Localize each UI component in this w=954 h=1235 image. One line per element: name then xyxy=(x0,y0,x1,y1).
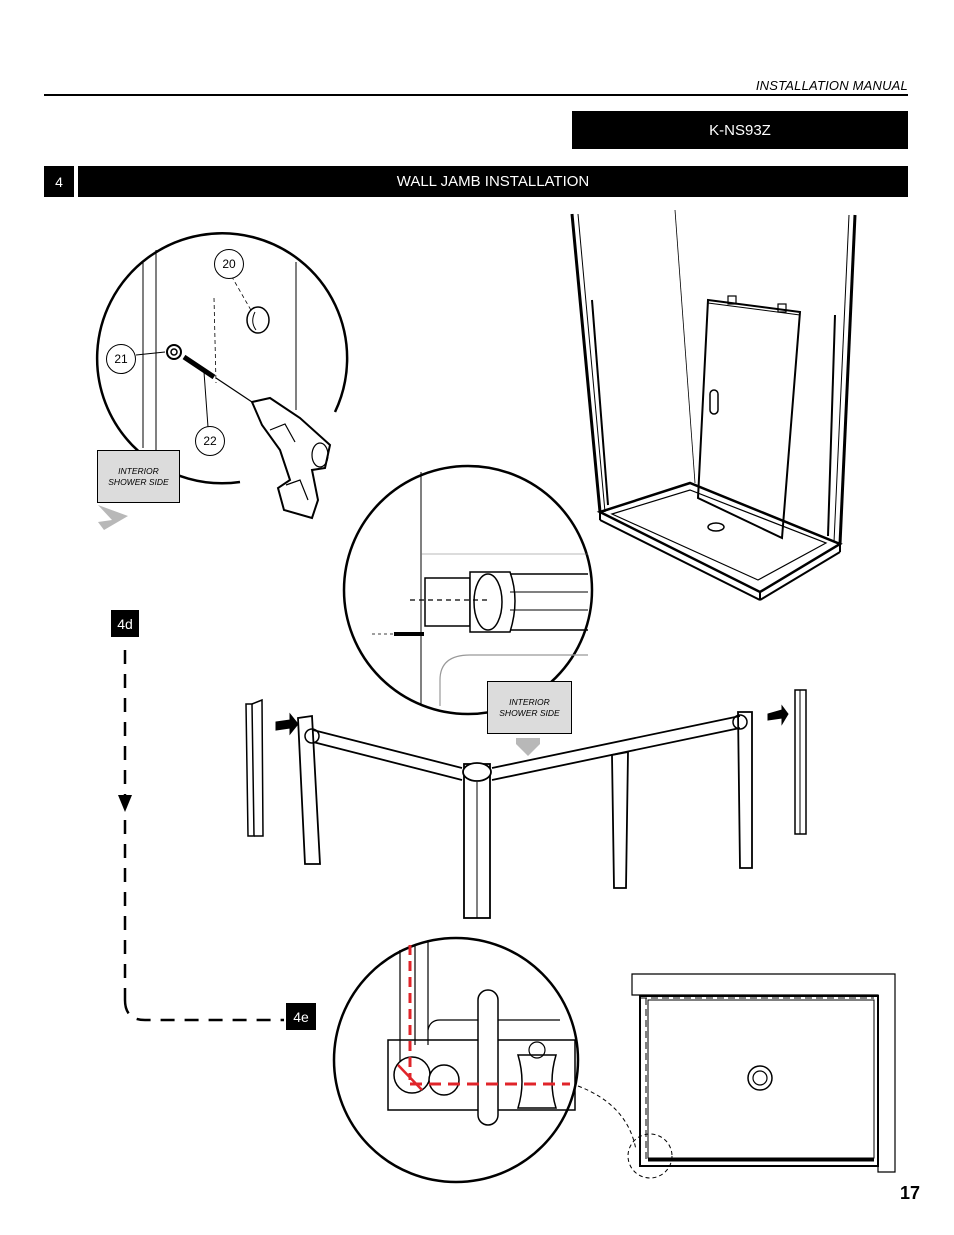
arrow-left-icon xyxy=(275,712,299,736)
page-number: 17 xyxy=(900,1183,921,1203)
step-title: WALL JAMB INSTALLATION xyxy=(78,166,908,197)
plan-view-illustration xyxy=(627,973,896,1179)
wall-jamb-exploded-illustration xyxy=(245,689,807,919)
model-bar: K-NS93Z xyxy=(572,111,908,149)
step-flow-line xyxy=(118,650,284,1022)
jamb-section-illustration xyxy=(342,464,594,716)
substep-4e-badge: 4e xyxy=(286,1003,316,1030)
arrow-icon xyxy=(516,738,540,756)
callout-20: 20 xyxy=(214,249,244,279)
step-number: 4 xyxy=(44,166,74,197)
header-rule xyxy=(44,94,908,96)
callout-22: 22 xyxy=(195,426,225,456)
interior-side-note: INTERIOR SHOWER SIDE xyxy=(487,681,572,734)
arrow-icon xyxy=(98,505,128,530)
interior-side-note: INTERIOR SHOWER SIDE xyxy=(97,450,180,503)
substep-4d-badge: 4d xyxy=(111,610,139,637)
manual-label: INSTALLATION MANUAL xyxy=(755,78,908,93)
shower-enclosure-illustration xyxy=(570,209,857,601)
bottom-section-detail xyxy=(332,936,637,1184)
callout-21: 21 xyxy=(106,344,136,374)
arrow-right-icon xyxy=(767,704,789,726)
